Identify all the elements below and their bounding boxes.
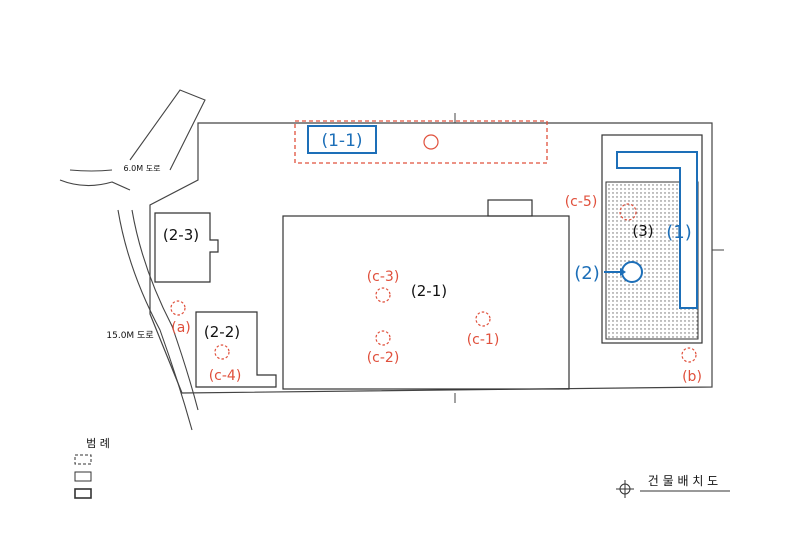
legend-title: 범 례: [86, 437, 110, 450]
zone-2-arrowhead: [620, 268, 626, 276]
marker-dot-1-1: [423, 134, 439, 150]
marker-c2: [375, 330, 391, 346]
site-boundary: [149, 122, 713, 394]
zone-2-1-label: (2-1): [411, 282, 447, 300]
zone-1-outline: [616, 151, 698, 309]
zone-2-label: (2): [574, 263, 600, 284]
tank-area-3: [601, 134, 703, 344]
road-6m: [59, 89, 206, 191]
marker-c3-label: (c-3): [367, 269, 400, 285]
marker-b-label: (b): [682, 369, 702, 385]
road-6m-label: 6.0M 도로: [124, 164, 161, 173]
marker-c2-label: (c-2): [367, 350, 400, 366]
marker-c3: [375, 287, 391, 303]
legend-swatch-1: [74, 454, 92, 465]
zone-2-2-label: (2-2): [204, 323, 240, 341]
building-2-1: [282, 215, 570, 390]
road-15m: [117, 209, 199, 431]
marker-c1: [475, 311, 491, 327]
marker-c1-label: (c-1): [467, 332, 500, 348]
building-2-1-annex: [487, 199, 533, 217]
building-2-2: [195, 311, 277, 388]
road-15m-label: 15.0M 도로: [106, 331, 153, 341]
drawing-title: 건 물 배 치 도: [648, 474, 718, 488]
building-2-3: [154, 212, 219, 283]
marker-c4: [214, 344, 230, 360]
zone-1-1-area: [294, 120, 548, 164]
marker-c5: [619, 203, 637, 221]
marker-a: [170, 300, 186, 316]
marker-b: [681, 347, 697, 363]
marker-c4-label: (c-4): [209, 368, 242, 384]
zone-1-label: (1): [666, 222, 692, 243]
zone-3-label: (3): [632, 222, 653, 240]
zone-1-1-label: (1-1): [321, 131, 362, 151]
legend-swatch-2: [74, 471, 92, 482]
marker-c5-label: (c-5): [565, 194, 598, 210]
zone-1-1-label-box: [307, 125, 377, 154]
zone-2-3-label: (2-3): [163, 226, 199, 244]
marker-a-label: (a): [171, 320, 191, 336]
legend-swatch-3: [74, 488, 92, 499]
